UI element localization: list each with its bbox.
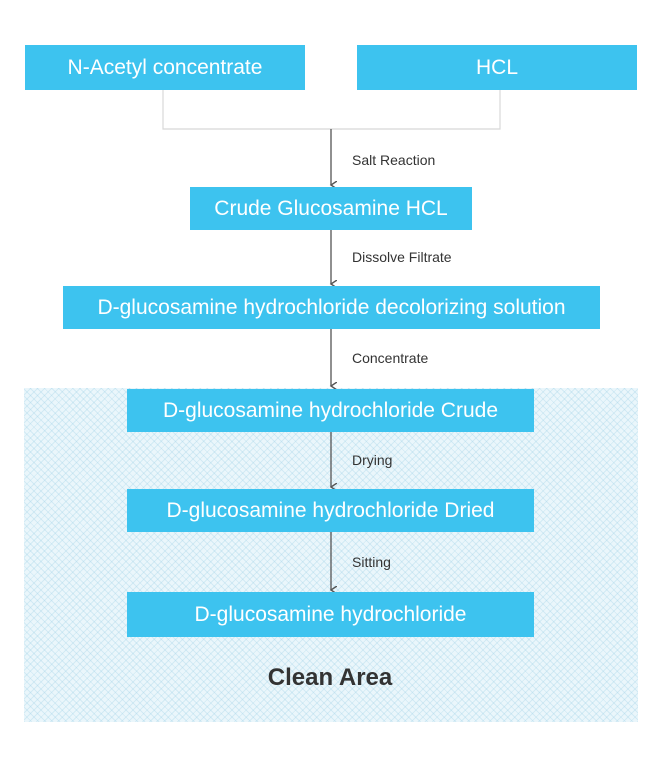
process-label-salt-reaction: Salt Reaction <box>352 152 436 168</box>
step-box-crude-label: D-glucosamine hydrochloride Crude <box>163 398 498 422</box>
step-box-dried-label: D-glucosamine hydrochloride Dried <box>166 498 495 522</box>
input-box-hcl: HCL <box>357 45 637 90</box>
merge-bracket <box>162 90 501 130</box>
step-box-crude-glucosamine: Crude Glucosamine HCL <box>190 187 472 230</box>
process-label-dissolve-filtrate: Dissolve Filtrate <box>352 249 452 265</box>
step-box-crude: D-glucosamine hydrochloride Crude <box>127 389 534 432</box>
step-box-dried: D-glucosamine hydrochloride Dried <box>127 489 534 532</box>
process-label-concentrate: Concentrate <box>352 350 429 366</box>
process-label-drying: Drying <box>352 452 393 468</box>
step-box-decolorizing-solution: D-glucosamine hydrochloride decolorizing… <box>63 286 600 329</box>
step-box-final-product: D-glucosamine hydrochloride <box>127 592 534 637</box>
input-box-hcl-label: HCL <box>475 55 518 79</box>
step-box-crude-glucosamine-label: Crude Glucosamine HCL <box>214 196 448 220</box>
input-box-acetyl: N-Acetyl concentrate <box>25 45 305 90</box>
process-label-sitting: Sitting <box>352 554 391 570</box>
input-box-acetyl-label: N-Acetyl concentrate <box>67 55 263 79</box>
step-box-final-product-label: D-glucosamine hydrochloride <box>194 602 467 626</box>
step-box-decolorizing-solution-label: D-glucosamine hydrochloride decolorizing… <box>97 295 566 319</box>
clean-area-label: Clean Area <box>267 664 393 691</box>
